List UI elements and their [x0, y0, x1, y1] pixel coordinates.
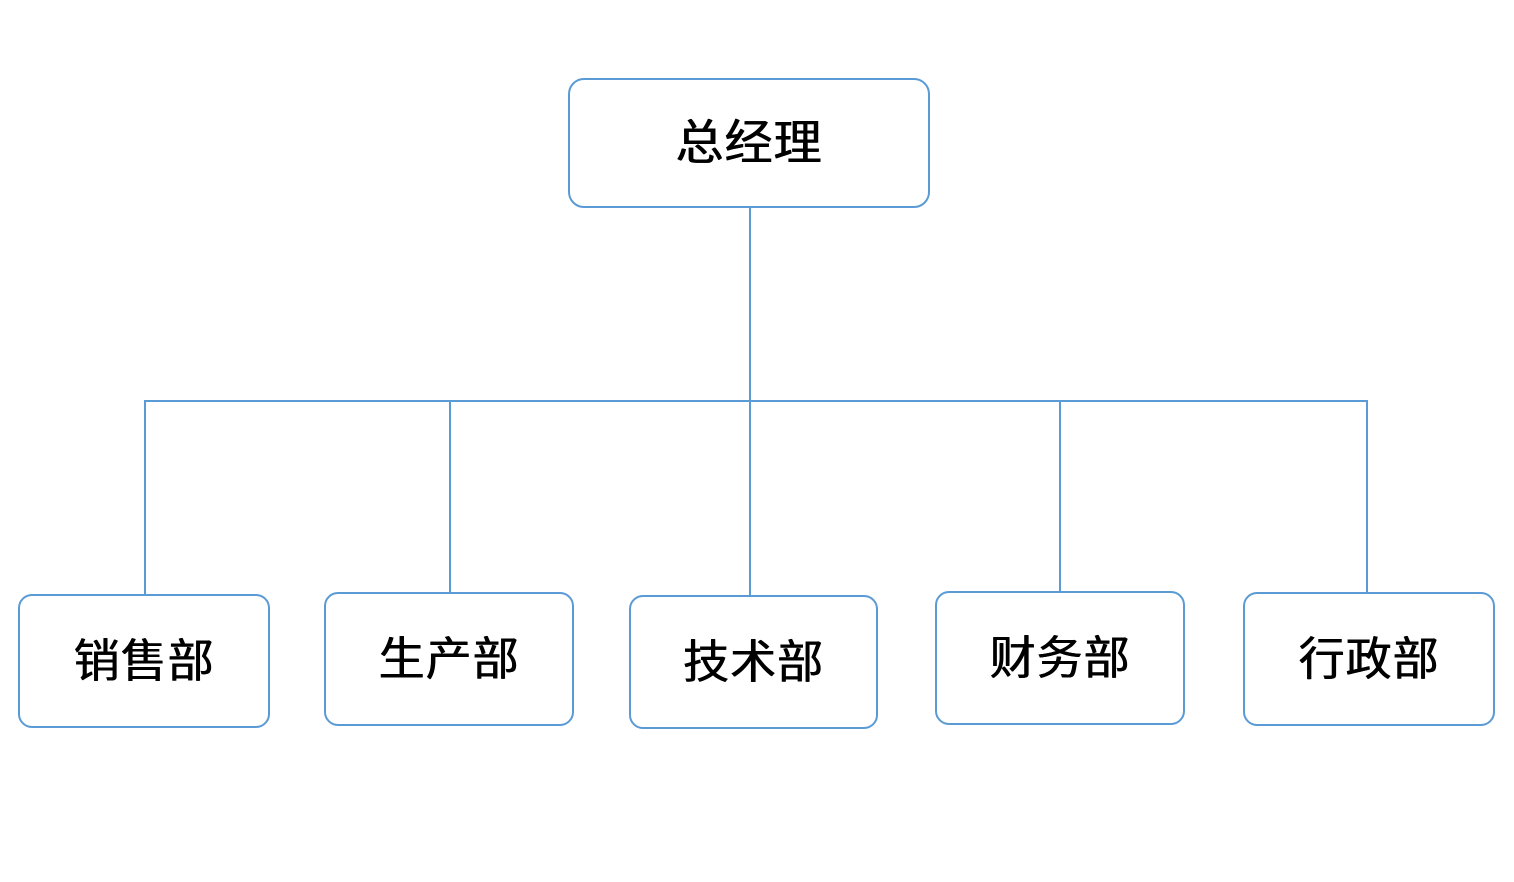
node-administration-department[interactable]: 行政部	[1243, 592, 1495, 726]
node-label-administration-department: 行政部	[1298, 632, 1440, 686]
node-sales-department[interactable]: 销售部	[18, 594, 270, 728]
node-label-sales-department: 销售部	[73, 634, 215, 688]
node-label-production-department: 生产部	[378, 632, 520, 686]
node-finance-department[interactable]: 财务部	[935, 591, 1185, 725]
node-general-manager[interactable]: 总经理	[568, 78, 930, 208]
node-production-department[interactable]: 生产部	[324, 592, 574, 726]
node-label-finance-department: 财务部	[989, 631, 1131, 685]
node-label-technology-department: 技术部	[683, 635, 824, 689]
node-label-general-manager: 总经理	[675, 115, 823, 171]
node-technology-department[interactable]: 技术部	[629, 595, 878, 729]
